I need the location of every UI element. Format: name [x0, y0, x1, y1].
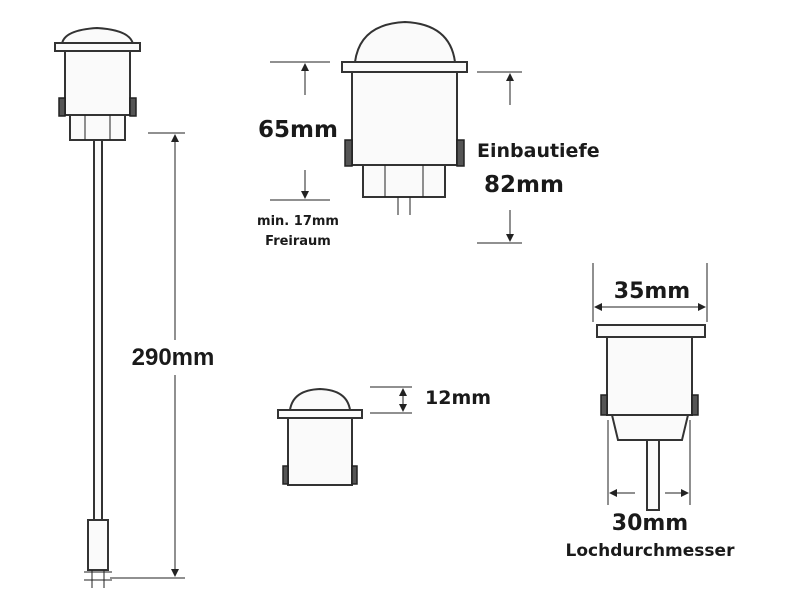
cable-length-dimension: 290mm — [110, 132, 215, 579]
dome-height-dimension: 12mm — [370, 386, 491, 414]
cable-length-label: 290mm — [132, 344, 215, 371]
dome-height-label: 12mm — [425, 387, 491, 409]
min-clearance-label: min. 17mm — [257, 214, 339, 229]
flange-diameter-dimension: 35mm — [592, 263, 708, 322]
install-depth-label: 82mm — [484, 172, 564, 198]
flange-diameter-label: 35mm — [614, 279, 690, 304]
lamp-front-view — [596, 324, 706, 511]
hole-diameter-dimension: 30mm Lochdurchmesser — [566, 420, 736, 561]
height-dimension: 65mm min. 17mm Freiraum — [257, 61, 339, 249]
lamp-small-view — [277, 387, 363, 486]
lamp-with-cable — [54, 26, 141, 588]
hole-diameter-title: Lochdurchmesser — [566, 541, 736, 561]
lamp-side-view — [341, 20, 468, 215]
clearance-label: Freiraum — [265, 234, 331, 249]
install-depth-dimension: Einbautiefe 82mm — [477, 71, 600, 244]
hole-diameter-label: 30mm — [612, 511, 688, 536]
install-depth-title: Einbautiefe — [477, 140, 600, 162]
height-label: 65mm — [258, 117, 338, 143]
